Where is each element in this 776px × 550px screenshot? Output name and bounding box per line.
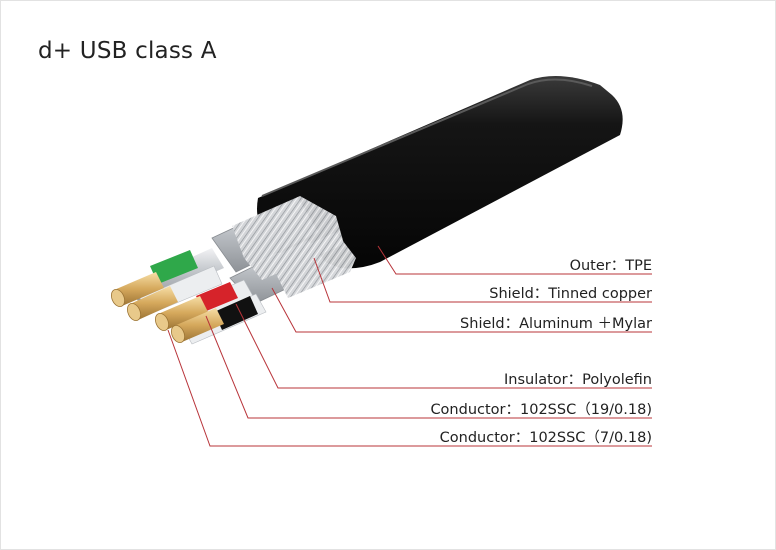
leader-line-shield-aluminum (271, 287, 652, 333)
leader-line-insulator (235, 303, 652, 389)
leader-line-outer (377, 245, 652, 275)
leader-line-conductor-7 (167, 329, 652, 447)
label-insulator: Insulator：Polyolefin (504, 372, 652, 388)
black-insulator (214, 296, 258, 330)
green-insulator (150, 250, 198, 284)
conductors (111, 272, 224, 343)
insulated-wires (128, 248, 267, 345)
diagram-title: d+ USB class A (38, 38, 217, 64)
label-shield-aluminum: Shield：Aluminum ＋Mylar (460, 316, 652, 332)
label-conductor-7: Conductor：102SSC（7/0.18) (439, 430, 652, 446)
tinned-copper-braid-shield (232, 196, 356, 298)
label-shield-tinned: Shield：Tinned copper (489, 286, 652, 302)
leader-line-conductor-19 (205, 315, 652, 419)
leader-line-shield-tinned (313, 257, 652, 303)
label-outer: Outer：TPE (569, 258, 652, 274)
label-conductor-19: Conductor：102SSC（19/0.18) (430, 402, 652, 418)
leader-lines (167, 245, 652, 447)
red-insulator (196, 282, 238, 312)
